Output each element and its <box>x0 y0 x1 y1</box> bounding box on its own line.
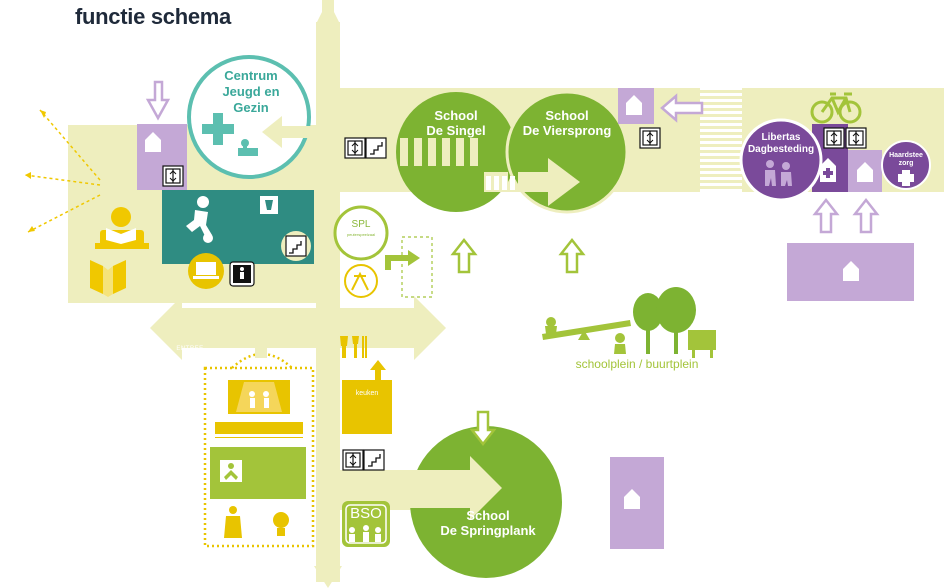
left-residence-block <box>137 80 187 190</box>
haardsteezorg-line2: zorg <box>898 160 914 167</box>
stage-icon <box>228 380 290 414</box>
arrow-left-entree <box>150 296 182 360</box>
springplank-label: School De Springplank <box>440 508 536 538</box>
arrow-down-bottom <box>314 566 342 588</box>
cjg-line2: Jeugd en Gezin <box>222 84 280 115</box>
cross-icon-2 <box>898 170 914 186</box>
football-icon <box>186 196 213 243</box>
arrow-through-schools <box>400 138 580 206</box>
cjg-circle <box>187 55 318 179</box>
residence-top-middle <box>618 88 704 149</box>
dance-icon <box>224 506 242 538</box>
bso-block <box>342 501 390 547</box>
cross-icon <box>202 113 234 145</box>
elevator-icon-4 <box>823 127 845 149</box>
entry-arrows-libertas <box>813 198 879 234</box>
singel-line2: De Singel <box>426 123 486 138</box>
libertas-block <box>739 118 931 202</box>
audience-icon <box>215 422 303 438</box>
singel-label: School De Singel <box>416 108 496 138</box>
arrow-right-middle <box>414 296 446 360</box>
libertas-line2: Dagbesteding <box>747 144 815 155</box>
auditorium-block <box>203 344 315 548</box>
tree-icon <box>633 287 696 354</box>
page-title: functie schema <box>75 4 231 29</box>
haardsteezorg-line1: Haardstee <box>889 152 923 159</box>
elevator-icon-6 <box>342 449 364 471</box>
residence-right <box>787 243 914 301</box>
spl-sublabel: peuterspeelzaal <box>346 232 376 237</box>
seesaw-icon <box>542 317 631 354</box>
stairs-icon-2 <box>365 137 387 159</box>
cjg-line1: Centrum <box>224 68 278 83</box>
stairs-icon-3 <box>363 449 385 471</box>
singel-line1: School <box>434 108 478 123</box>
entry-arrows-schools <box>451 238 585 274</box>
cutlery-icon <box>340 336 367 358</box>
haardsteezorg-label: Haardstee zorg <box>886 152 926 168</box>
schoolplein-label: schoolplein / buurtplein <box>575 357 699 371</box>
springplank-line2: De Springplank <box>440 523 536 538</box>
spl-label: SPL <box>351 219 371 230</box>
elevator-icon-3 <box>639 127 661 149</box>
cjg-label: Centrum Jeugd en Gezin <box>205 68 297 116</box>
libertas-label: Libertas Dagbesteding <box>745 132 817 156</box>
sports-hall <box>162 190 314 264</box>
school-springplank <box>400 410 562 578</box>
libertas-line1: Libertas <box>761 132 801 143</box>
viersprong-label: School De Viersprong <box>520 108 614 138</box>
elevator-icon-2 <box>344 137 366 159</box>
parent-child-icon <box>238 139 258 156</box>
arrow-up-top <box>316 0 340 24</box>
keuken-block <box>342 360 392 434</box>
springplank-line1: School <box>466 508 510 523</box>
house-cross-icon <box>820 158 836 182</box>
arrow-down-icon <box>145 80 171 121</box>
bench-icon <box>688 330 716 358</box>
book-icon <box>90 260 126 297</box>
elevator-icon <box>162 165 184 187</box>
bicycle-icon <box>810 92 862 124</box>
entree-label: ENTREE <box>176 346 204 352</box>
spl-block <box>333 205 433 298</box>
reading-icon <box>95 207 149 249</box>
elderly-couple-icon <box>765 160 792 186</box>
keuken-label: keuken <box>355 390 379 397</box>
computer-icon <box>188 253 224 289</box>
residence-bottom <box>610 457 664 549</box>
exit-rays <box>24 109 101 233</box>
desk-person-icon <box>229 261 255 287</box>
bso-label: BSO <box>350 505 382 522</box>
arrow-left-icon <box>660 93 704 123</box>
swing-icon <box>351 271 369 291</box>
arrow-left-cjg <box>262 116 318 148</box>
viersprong-line2: De Viersprong <box>522 123 612 138</box>
viersprong-line1: School <box>545 108 589 123</box>
playground <box>542 287 716 358</box>
stairs-round-icon <box>281 231 311 261</box>
elevator-icon-5 <box>845 127 867 149</box>
lamp-icon <box>273 512 289 536</box>
